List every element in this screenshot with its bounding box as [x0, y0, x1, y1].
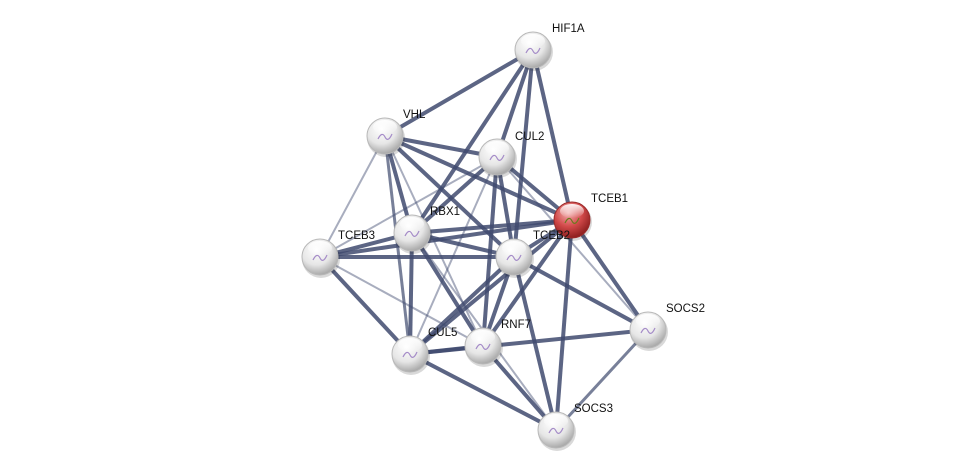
edge-vhl-tceb3[interactable] [319, 135, 386, 258]
edge-hif1a-rbx1[interactable] [410, 48, 535, 235]
protein-structure-icon [402, 351, 418, 358]
node-label: HIF1A [552, 23, 585, 35]
protein-structure-icon [640, 327, 656, 334]
protein-structure-icon [475, 343, 491, 350]
node-highlight [560, 204, 584, 218]
node-label: CUL2 [515, 131, 544, 143]
edge-cul2-rbx1[interactable] [410, 155, 499, 235]
node-highlight [485, 141, 509, 155]
node-label: TCEB1 [591, 193, 628, 205]
node-label: TCEB2 [533, 230, 570, 242]
edge-cul5-socs2[interactable] [409, 328, 649, 356]
node-label: RBX1 [430, 206, 460, 218]
edge-rnf7-socs3[interactable] [481, 344, 558, 432]
edge-tceb2-socs2[interactable] [513, 255, 649, 332]
node-tceb2[interactable]: TCEB2 [495, 230, 570, 278]
node-vhl[interactable]: VHL [366, 109, 426, 157]
protein-structure-icon [506, 254, 522, 261]
node-highlight [471, 330, 495, 344]
protein-structure-icon [377, 133, 393, 140]
edge-tceb3-cul5[interactable] [318, 255, 412, 356]
node-highlight [521, 34, 545, 48]
edge-tceb2-cul5[interactable] [408, 255, 516, 356]
node-label: CUL5 [428, 327, 457, 339]
edge-hif1a-cul2[interactable] [495, 49, 535, 158]
edge-tceb1-cul5[interactable] [408, 218, 574, 356]
protein-structure-icon [404, 230, 420, 237]
node-label: SOCS3 [574, 403, 613, 415]
node-highlight [502, 241, 526, 255]
protein-structure-icon [489, 154, 505, 161]
protein-structure-icon [564, 217, 580, 224]
edge-cul2-tceb3[interactable] [319, 156, 498, 258]
node-label: VHL [403, 109, 426, 121]
edge-rbx1-cul5[interactable] [408, 232, 414, 355]
node-highlight [398, 338, 422, 352]
edge-cul2-socs2[interactable] [496, 156, 649, 331]
node-cul5[interactable]: CUL5 [391, 327, 457, 375]
edge-socs2-socs3[interactable] [554, 328, 650, 432]
node-socs2[interactable]: SOCS2 [629, 303, 705, 351]
protein-structure-icon [525, 47, 541, 54]
node-highlight [308, 241, 332, 255]
edge-tceb2-socs3[interactable] [512, 256, 558, 431]
edge-vhl-cul2[interactable] [384, 134, 498, 159]
node-hif1a[interactable]: HIF1A [514, 23, 585, 71]
node-rnf7[interactable]: RNF7 [464, 319, 531, 367]
node-socs3[interactable]: SOCS3 [537, 403, 613, 451]
edge-hif1a-vhl[interactable] [383, 48, 535, 138]
protein-structure-icon [312, 254, 328, 261]
node-highlight [400, 217, 424, 231]
node-label: TCEB3 [338, 230, 375, 242]
edge-tceb1-tceb3[interactable] [319, 218, 573, 259]
node-label: RNF7 [501, 319, 531, 331]
node-tceb3[interactable]: TCEB3 [301, 230, 375, 278]
edge-tceb3-rnf7[interactable] [319, 256, 484, 347]
node-highlight [544, 414, 568, 428]
edge-tceb1-rnf7[interactable] [481, 218, 574, 348]
node-cul2[interactable]: CUL2 [478, 131, 544, 178]
edge-hif1a-tceb1[interactable] [531, 49, 574, 221]
edge-tceb1-socs3[interactable] [554, 219, 574, 431]
node-highlight [373, 120, 397, 134]
edge-tceb1-socs2[interactable] [570, 218, 650, 332]
node-rbx1[interactable]: RBX1 [393, 206, 460, 254]
node-label: SOCS2 [666, 303, 705, 315]
node-highlight [636, 314, 660, 328]
edge-cul5-socs3[interactable] [409, 352, 557, 432]
edge-rbx1-rnf7[interactable] [410, 231, 485, 348]
node-tceb1[interactable]: TCEB1 [553, 193, 628, 241]
protein-structure-icon [548, 427, 564, 434]
edge-vhl-tceb1[interactable] [384, 134, 573, 222]
